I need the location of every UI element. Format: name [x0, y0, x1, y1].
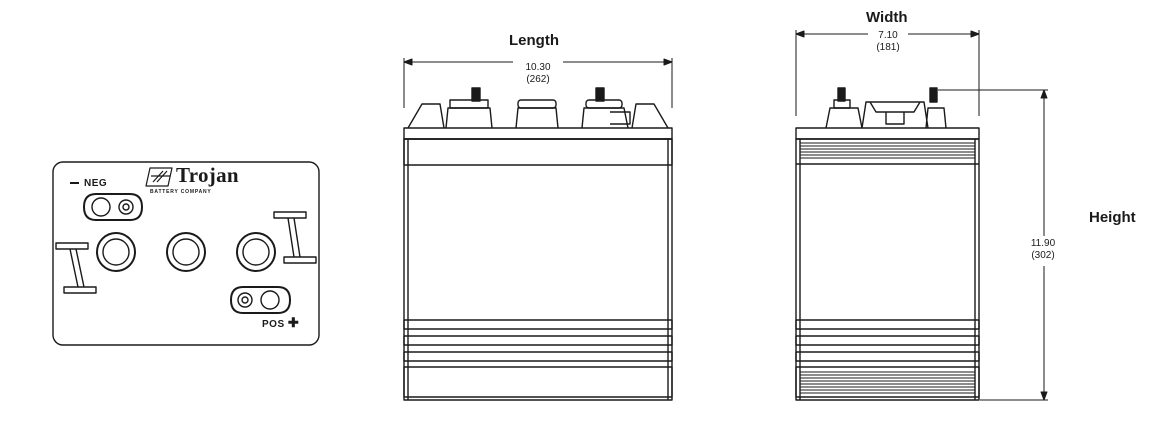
vent-cap-right [236, 232, 276, 272]
length-dimension-line [403, 58, 673, 108]
top-view [52, 161, 320, 346]
side-terminal-right [581, 87, 631, 129]
vent-cap-center [166, 232, 206, 272]
length-inches: 10.30 [525, 62, 551, 73]
brand-name: Trojan [176, 163, 239, 187]
height-dimension: 11.90 (302) [1020, 238, 1066, 262]
end-vent-cap [861, 101, 929, 129]
side-view [403, 58, 673, 401]
neg-label: NEG [70, 178, 107, 189]
width-dimension: 7.10 (181) [868, 30, 908, 54]
end-bottom-ribs [795, 366, 980, 398]
height-mm: (302) [1031, 250, 1055, 261]
side-vent-cap [515, 99, 559, 129]
height-dimension-line [938, 89, 1048, 401]
length-dimension: 10.30 (262) [518, 62, 558, 86]
width-label: Width [866, 9, 908, 26]
neg-terminal [83, 193, 143, 221]
pos-terminal [230, 286, 291, 314]
height-label: Height [1089, 209, 1136, 226]
pos-label: POS ✚ [262, 315, 300, 330]
side-terminal-left [445, 87, 493, 129]
end-top-ribs [796, 142, 979, 165]
end-view [795, 30, 1048, 401]
length-label: Length [509, 32, 559, 49]
width-inches: 7.10 [878, 30, 898, 41]
width-dimension-line [795, 30, 980, 116]
width-mm: (181) [876, 42, 900, 53]
handle-right [273, 211, 317, 264]
height-inches: 11.90 [1030, 238, 1056, 249]
end-terminal-left [825, 87, 863, 129]
end-terminal-right [925, 87, 947, 129]
brand-subtitle: BATTERY COMPANY [150, 189, 212, 195]
vent-cap-left [96, 232, 136, 272]
length-mm: (262) [526, 74, 550, 85]
trojan-logo-icon [145, 167, 173, 187]
handle-left [55, 242, 97, 294]
